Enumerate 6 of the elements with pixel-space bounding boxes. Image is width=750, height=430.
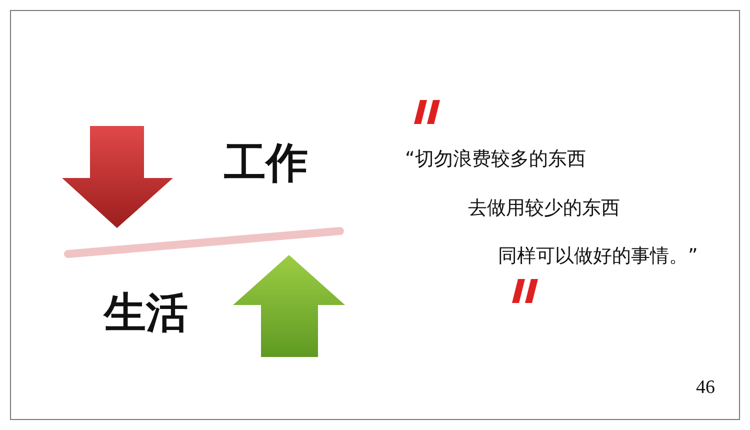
- page-number: 46: [696, 378, 715, 397]
- quote-text: 去做用较少的东西: [468, 199, 620, 218]
- quote-text: 同样可以做好的事情。”: [498, 247, 698, 266]
- heading-text: 工作: [224, 142, 308, 184]
- heading-text: 生活: [104, 292, 188, 334]
- quote-text: “切勿浪费较多的东西: [405, 150, 586, 169]
